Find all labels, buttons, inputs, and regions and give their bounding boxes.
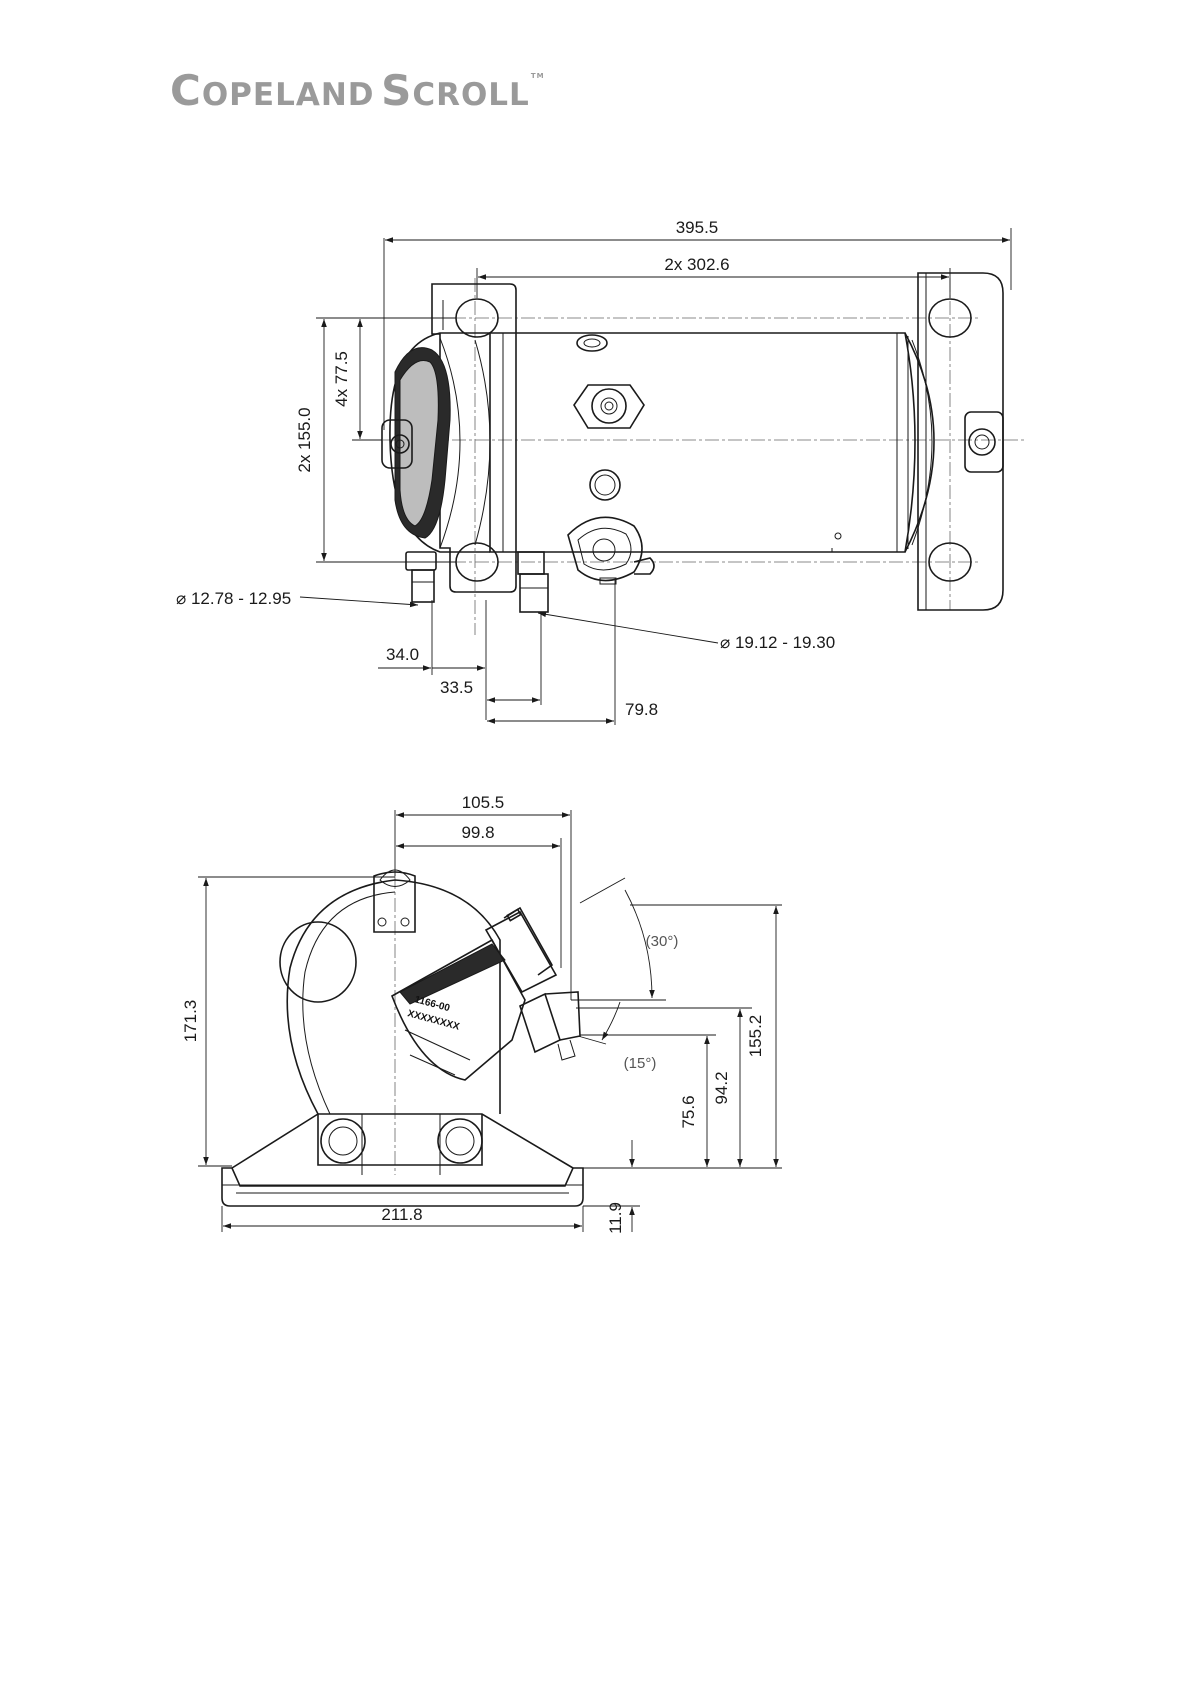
dim-foot-pitch-width: 2x 155.0 [295,407,314,472]
foot-bolt-icon [321,1119,365,1163]
sight-glass-icon [592,389,626,423]
compressor-shell [490,333,915,552]
base-plate [222,1168,583,1206]
serial-marking: XXXXXXXX [406,1008,461,1033]
dim-94-2: 94.2 [712,1071,731,1104]
dim-155-2: 155.2 [746,1015,765,1058]
dim-overall-length: 395.5 [676,218,719,237]
dim-11-9: 11.9 [606,1202,625,1234]
earth-stud-icon [969,429,995,455]
dim-overall-height: 171.3 [181,1000,200,1043]
dim-33-5: 33.5 [440,678,473,697]
dim-75-6: 75.6 [679,1095,698,1128]
dim-79-8: 79.8 [625,700,658,719]
shell-end-view [287,880,500,1114]
angle-15-label: (15°) [624,1055,657,1072]
front-view-compressor: 1166-00 XXXXXXXX [222,870,583,1206]
dim-foot-half-width: 4x 77.5 [332,351,351,407]
right-mounting-foot [918,273,1003,610]
lower-port-icon [520,994,560,1052]
dim-base-width: 211.8 [381,1205,422,1224]
angle-30-label: (30°) [646,933,679,950]
dim-discharge-diameter: ⌀ 19.12 - 19.30 [720,633,835,652]
dim-34: 34.0 [386,645,419,664]
dim-foot-pitch-length: 2x 302.6 [664,255,729,274]
dim-suction-diameter: ⌀ 12.78 - 12.95 [176,589,291,608]
dim-99-8: 99.8 [461,823,494,842]
top-view-dimensions: 395.5 2x 302.6 2x 155.0 4x 77.5 ⌀ 12.78 … [176,218,1011,725]
dim-105-5: 105.5 [462,793,505,812]
suction-connection-icon [406,552,436,570]
foot-bolt-icon [438,1119,482,1163]
top-view-compressor [360,273,1025,635]
front-view-dimensions: 105.5 99.8 171.3 155.2 94.2 75.6 [181,793,782,1234]
discharge-connection-icon [518,552,544,574]
